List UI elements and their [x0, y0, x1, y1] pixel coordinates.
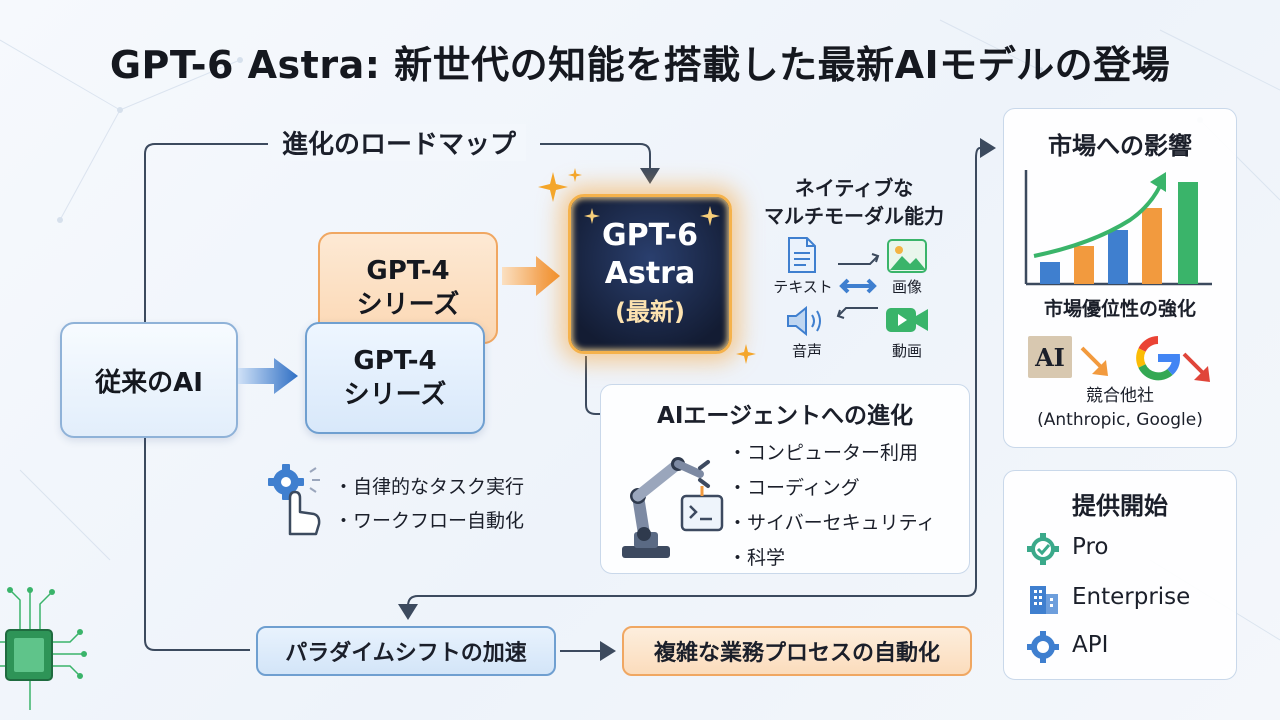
speaker-icon	[787, 306, 821, 336]
growth-chart-icon	[1024, 170, 1212, 286]
video-icon	[886, 308, 928, 332]
legacy-ai-label: 従来のAI	[95, 367, 203, 398]
list-item: コンピューター利用	[728, 436, 936, 471]
image-icon	[887, 239, 927, 273]
process-automation-label: 複雑な業務プロセスの自動化	[653, 641, 940, 666]
gpt4-orange-line2: シリーズ	[356, 290, 460, 320]
multimodal-title: ネイティブな マルチモーダル能力	[746, 174, 962, 230]
google-logo	[1136, 336, 1180, 381]
sparkle-icon	[736, 344, 756, 364]
modality-text-label: テキスト	[773, 278, 833, 296]
sparkle-icon	[538, 172, 568, 202]
list-item: サイバーセキュリティ	[728, 506, 935, 541]
ai-agent-list: コンピューター利用 コーディング サイバーセキュリティ 科学	[728, 436, 936, 576]
gear-icon	[1027, 631, 1059, 663]
competitors-title: 競合他社	[1086, 386, 1154, 406]
multimodal-title-line2: マルチモーダル能力	[764, 204, 944, 228]
availability-title: 提供開始	[1072, 492, 1168, 520]
chip-icon	[0, 587, 87, 710]
astra-line3: (最新)	[615, 298, 685, 326]
modality-video-label: 動画	[891, 342, 922, 360]
list-item: コーディング	[728, 471, 936, 506]
roadmap-label: 進化のロードマップ	[272, 124, 527, 161]
gpt4-series-box-blue: GPT-4 シリーズ	[305, 322, 485, 434]
gpt6-astra-box: GPT-6 Astra (最新)	[568, 194, 732, 354]
exchange-arrows-icon	[836, 253, 880, 319]
ai-agent-title: AIエージェントへの進化	[657, 403, 913, 429]
astra-line1: GPT-6	[602, 218, 698, 253]
arrow-down-right-icon	[1182, 352, 1210, 382]
gear-hand-icon	[268, 464, 321, 536]
competitors-label: 競合他社 (Anthropic, Google)	[1003, 384, 1237, 432]
gpt4-blue-line1: GPT-4	[353, 346, 437, 376]
sparkle-icon	[584, 208, 600, 224]
check-gear-icon	[1027, 533, 1059, 565]
robot-arm-icon	[622, 457, 724, 558]
arrow-right-icon	[238, 358, 298, 394]
modality-image-label: 画像	[891, 278, 922, 296]
list-item: ワークフロー自動化	[334, 504, 524, 538]
arrow-right-icon	[502, 256, 560, 296]
sparkle-icon	[700, 206, 720, 226]
gpt4-orange-line1: GPT-4	[366, 256, 450, 286]
arrow-down-right-icon	[1080, 346, 1108, 376]
anthropic-logo: AI	[1028, 336, 1072, 378]
legacy-ai-box: 従来のAI	[60, 322, 238, 438]
paradigm-shift-pill: パラダイムシフトの加速	[256, 626, 556, 676]
document-icon	[788, 237, 816, 273]
multimodal-title-line1: ネイティブな	[794, 176, 914, 200]
autonomy-list: 自律的なタスク実行 ワークフロー自動化	[334, 470, 524, 538]
building-icon	[1030, 586, 1058, 614]
sparkle-icon	[568, 168, 582, 182]
offering-enterprise: Enterprise	[1072, 584, 1191, 610]
offering-pro: Pro	[1072, 534, 1109, 560]
market-advantage-label: 市場優位性の強化	[1043, 298, 1196, 320]
astra-line2: Astra	[604, 256, 696, 291]
paradigm-shift-label: パラダイムシフトの加速	[285, 641, 527, 666]
competitors-names: (Anthropic, Google)	[1037, 410, 1203, 430]
gpt4-blue-line2: シリーズ	[343, 380, 447, 410]
modality-audio-label: 音声	[791, 342, 822, 360]
offering-api: API	[1072, 632, 1109, 658]
list-item: 科学	[728, 541, 936, 576]
page-title: GPT-6 Astra: 新世代の知能を搭載した最新AIモデルの登場	[109, 43, 1171, 87]
list-item: 自律的なタスク実行	[334, 470, 524, 504]
market-impact-title: 市場への影響	[1048, 132, 1192, 160]
process-automation-pill: 複雑な業務プロセスの自動化	[622, 626, 972, 676]
